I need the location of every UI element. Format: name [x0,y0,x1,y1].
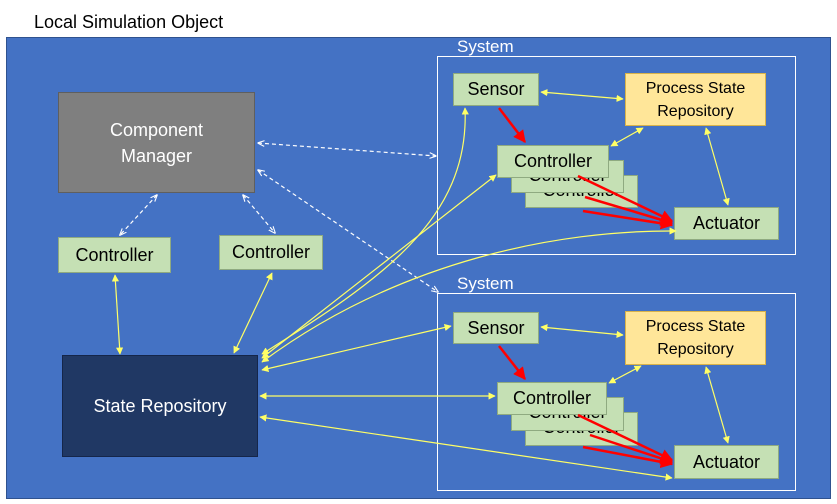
system-2-controller-label: Controller [512,388,592,408]
system-1-label: System [457,37,514,56]
left-controller-1-label: Controller [75,244,154,265]
system-2-actuator[interactable]: Actuator [674,445,779,479]
system-2-controller[interactable]: Controller [497,382,607,415]
system-1-actuator-label: Actuator [692,213,761,233]
system-2-psr-label: Process State Repository [645,318,746,358]
system-1-sensor[interactable]: Sensor [453,73,539,106]
diagram-title: Local Simulation Object [34,12,224,32]
system-2-actuator-label: Actuator [692,451,761,472]
component-manager-label: Component Manager [109,119,204,166]
system-2-label: System [457,274,514,293]
component-manager-box[interactable]: Component Manager [58,92,255,193]
state-repository-label: State Repository [93,395,227,416]
system-1-psr-label: Process State Repository [645,79,746,120]
left-controller-2[interactable]: Controller [219,235,323,270]
state-repository-box[interactable]: State Repository [62,355,258,457]
left-controller-2-label: Controller [231,242,311,262]
left-controller-1[interactable]: Controller [58,237,171,273]
system-1-controller-label: Controller [513,151,593,171]
system-1-actuator[interactable]: Actuator [674,207,779,240]
system-2-sensor[interactable]: Sensor [453,312,539,344]
system-1-controller[interactable]: Controller [497,145,609,178]
system-2-process-state-repository[interactable]: Process State Repository [625,311,766,365]
system-1-process-state-repository[interactable]: Process State Repository [625,73,766,126]
system-2-sensor-label: Sensor [467,317,525,338]
system-1-sensor-label: Sensor [467,79,525,99]
